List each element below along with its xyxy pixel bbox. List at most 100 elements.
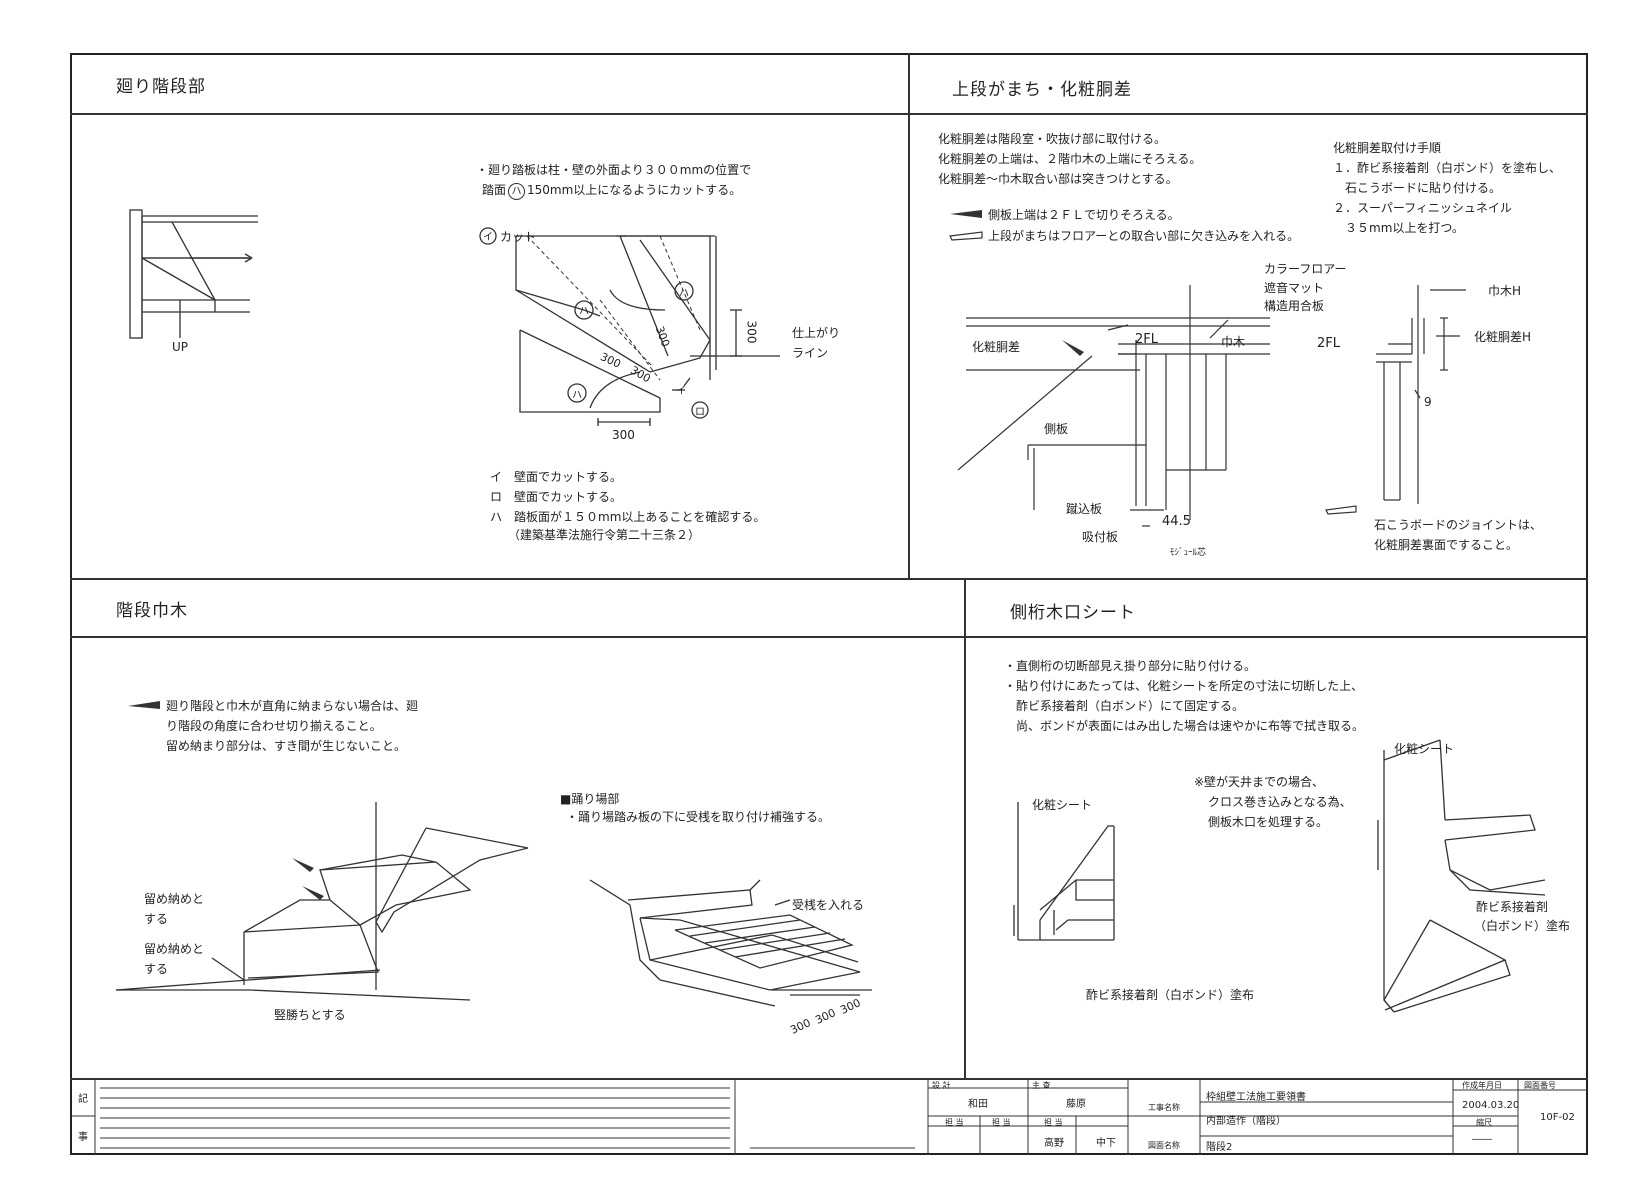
black-mark-icon (950, 210, 982, 218)
black-arrow-icon (1062, 340, 1084, 356)
tb-scale: ―― (1472, 1134, 1492, 1145)
tb-drawing-label: 図面名称 (1148, 1141, 1180, 1150)
miter-2b: する (144, 962, 169, 976)
tb-charge2-label: 担 当 (1044, 1118, 1063, 1127)
lbl-habaki: 巾木 (1221, 335, 1246, 349)
tb-number-label: 図面番号 (1524, 1081, 1556, 1090)
landing-part-note: ・踊り場踏み板の下に受桟を取り付け補強する。 (566, 810, 831, 824)
dim-300-e: 300 (612, 428, 635, 442)
landing-note-2: 化粧胴差の上端は、２階巾木の上端にそろえる。 (938, 152, 1202, 166)
stringer-remark-2: クロス巻き込みとなる為、 (1208, 795, 1352, 809)
tb-number: 10F-02 (1540, 1112, 1575, 1123)
section-title-winder: 廻り階段部 (116, 77, 206, 97)
tb-section-name: 内部造作（階段） (1206, 1116, 1286, 1127)
landing-bottom-note-2: 化粧胴差裏面ですること。 (1374, 538, 1519, 552)
lbl-plywood: 構造用合板 (1264, 299, 1325, 313)
tb-scale-label: 縮尺 (1476, 1118, 1492, 1127)
outline-mark-icon-2 (1325, 505, 1357, 515)
lbl-color-floor: カラーフロアー (1264, 262, 1347, 276)
winder-legend-3: ハ 踏板面が１５０mm以上あることを確認する。 (490, 510, 766, 524)
winder-note-line-1: ・廻り踏板は柱・壁の外面より３００mmの位置で (476, 163, 752, 177)
glue-label-2b: （白ボンド）塗布 (1474, 919, 1571, 933)
drawing-sheet (70, 53, 1588, 1155)
finish-label: 仕上がり (792, 326, 841, 340)
lbl-2fl: 2FL (1135, 332, 1158, 347)
black-mark-icon-3 (128, 701, 160, 709)
miter-2a: 留め納めと (144, 942, 205, 956)
glue-label-2a: 酢ビ系接着剤 (1476, 900, 1549, 914)
stringer-remark-1: ※壁が天井までの場合、 (1194, 775, 1325, 789)
tb-date-label: 作成年月日 (1462, 1081, 1502, 1090)
section-title-baseboard: 階段巾木 (116, 601, 188, 621)
winder-legend-4: （建築基準法施行令第二十三条２） (508, 528, 701, 542)
section-title-landing: 上段がまち・化粧胴差 (952, 80, 1132, 100)
baseboard-note-1: 廻り階段と巾木が直角に納まらない場合は、廻 (166, 699, 419, 713)
tb-charge-label: 担 当 (945, 1118, 964, 1127)
tb-drawing: 階段2 (1206, 1142, 1233, 1153)
lower-column-divider (964, 578, 966, 1078)
up-label: UP (172, 340, 189, 354)
tb-date: 2004.03.20 (1462, 1100, 1520, 1111)
lbl-kesho-dosa: 化粧胴差 (972, 340, 1021, 354)
tb-ki: 記 (78, 1094, 88, 1105)
tb-charge2: 高野 (1044, 1138, 1064, 1149)
tb-chief-label: 主 査 (1032, 1081, 1051, 1090)
winder-legend-1: イ 壁面でカットする。 (490, 470, 623, 484)
tb-chief: 藤原 (1066, 1099, 1086, 1110)
winder-ro: ロ (695, 407, 705, 418)
landing-note-3: 化粧胴差〜巾木取合い部は突きつけとする。 (938, 172, 1178, 186)
landing-mark-2: 上段がまちはフロアーとの取合い部に欠き込みを入れる。 (988, 229, 1300, 243)
lbl-sokuban: 側板 (1044, 422, 1069, 436)
tb-project: 枠組壁工法施工要領書 (1206, 1092, 1306, 1103)
riser-label: 竪勝ちとする (274, 1008, 346, 1022)
cut-label: カット (500, 230, 537, 244)
stringer-note-1: ・直側桁の切断部見え掛り部分に貼り付ける。 (1004, 659, 1257, 673)
landing-bottom-note-1: 石こうボードのジョイントは、 (1374, 518, 1543, 532)
tb-designer: 和田 (968, 1099, 988, 1110)
landing-part-title: ■踊り場部 (560, 792, 620, 806)
lbl-sound-mat: 遮音マット (1264, 281, 1325, 295)
winder-ha-1: ハ (579, 306, 589, 317)
outline-mark-icon (949, 231, 983, 241)
landing-note-1: 化粧胴差は階段室・吹抜け部に取付ける。 (938, 132, 1167, 146)
landing-mark-1: 側板上端は２ＦＬで切りそろえる。 (988, 208, 1180, 222)
tb-ji: 事 (78, 1132, 88, 1143)
winder-ha-2: ハ (679, 288, 689, 299)
tb-charge3: 中下 (1096, 1138, 1116, 1149)
winder-note-prefix: 踏面 (482, 183, 507, 197)
procedure-title: 化粧胴差取付け手順 (1333, 141, 1442, 155)
baseboard-note-3: 留め納まり部分は、すき間が生じないこと。 (166, 739, 407, 753)
glue-label-1: 酢ビ系接着剤（白ボンド）塗布 (1086, 988, 1255, 1002)
lbl-kerikomi: 蹴込板 (1066, 502, 1103, 516)
lbl-kesho-dosa-h: 化粧胴差H (1474, 330, 1532, 344)
winder-note-circle: ハ (508, 183, 526, 200)
upper-column-divider (908, 53, 910, 578)
baseboard-note-2: り階段の角度に合わせ切り揃えること。 (166, 719, 382, 733)
winder-i: イ (676, 386, 686, 397)
winder-ha-3: ハ (572, 390, 582, 401)
lbl-nine: 9 (1424, 395, 1432, 409)
winder-legend-2: ロ 壁面でカットする。 (490, 490, 623, 504)
lbl-dim-445: 44.5 (1162, 514, 1191, 529)
lbl-kyuchaku: 吸付板 (1082, 530, 1119, 544)
miter-1a: 留め納めと (144, 892, 205, 906)
miter-1b: する (144, 912, 169, 926)
sheet-label-2: 化粧シート (1394, 742, 1455, 756)
lbl-habaki-h: 巾木H (1488, 284, 1522, 298)
lbl-module: ﾓｼﾞｭｰﾙ芯 (1170, 548, 1207, 558)
stringer-remark-3: 側板木口を処理する。 (1208, 815, 1329, 829)
tb-designer-label: 設 計 (932, 1081, 951, 1090)
stringer-note-2: ・貼り付けにあたっては、化粧シートを所定の寸法に切断した上、 (1004, 679, 1364, 693)
procedure-4: ３５mm以上を打つ。 (1333, 221, 1464, 235)
lower-header-divider (70, 636, 1588, 638)
procedure-2: 石こうボードに貼り付ける。 (1333, 181, 1502, 195)
cut-circle: イ (483, 232, 493, 243)
tb-check-label: 担 当 (992, 1118, 1011, 1127)
stringer-note-3: 酢ビ系接着剤（白ボンド）にて固定する。 (1004, 699, 1245, 713)
receiver-label: 受桟を入れる (792, 898, 865, 912)
